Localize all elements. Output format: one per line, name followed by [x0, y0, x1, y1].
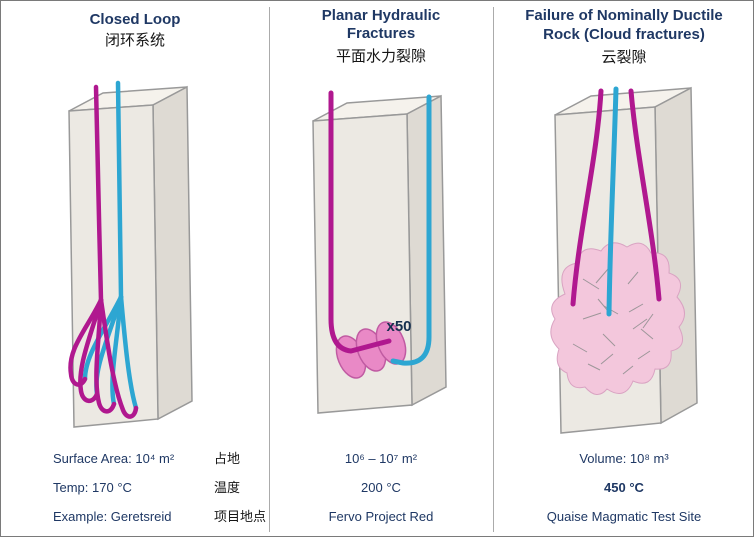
planar-fractures-diagram: x50 — [312, 90, 447, 414]
fracture-cloud — [550, 242, 685, 395]
rock-block — [68, 85, 193, 428]
production-pipe-cyan — [390, 94, 432, 366]
planar-stat-temp: 200 °C — [361, 480, 401, 495]
micro-fracture-scribbles — [572, 268, 654, 375]
cloud-stat-temp: 450 °C — [604, 480, 644, 495]
cloud-fractures-diagram — [550, 86, 698, 434]
well-pipe-magenta-left — [570, 88, 604, 307]
planar-stat-area: 10⁶ – 10⁷ m² — [344, 451, 418, 466]
row-label-site-zh: 项目地点 — [214, 509, 267, 524]
planar-title-line1: Planar Hydraulic — [321, 7, 441, 24]
closed-loop-stat-surface-area: Surface Area: 10⁴ m² — [53, 451, 175, 466]
panel-divider-right — [493, 7, 494, 532]
well-pipe-magenta-right — [628, 88, 662, 302]
injection-pipe-magenta — [328, 90, 392, 354]
closed-loop-title: Closed Loop — [89, 11, 181, 28]
cloud-title-zh: 云裂隙 — [601, 49, 647, 66]
closed-loop-stat-example: Example: Geretsreid — [53, 509, 172, 524]
cloud-stat-site: Quaise Magmatic Test Site — [546, 509, 702, 524]
injection-pipe-cyan — [82, 80, 139, 411]
production-pipe-magenta — [68, 84, 139, 419]
planar-title-line2: Fractures — [346, 25, 416, 42]
panel-divider-left — [269, 7, 270, 532]
cloud-stat-volume: Volume: 10⁸ m³ — [579, 451, 669, 466]
row-label-temp-zh: 温度 — [214, 480, 241, 495]
planar-title-zh: 平面水力裂隙 — [335, 48, 426, 65]
cloud-title-line1: Failure of Nominally Ductile — [525, 7, 723, 24]
closed-loop-title-zh: 闭环系统 — [104, 32, 165, 49]
well-pipe-cyan — [606, 86, 619, 317]
closed-loop-diagram — [68, 80, 193, 428]
cloud-title-line2: Rock (Cloud fractures) — [543, 26, 705, 43]
planar-stat-project: Fervo Project Red — [328, 509, 434, 524]
row-label-area-zh: 占地 — [214, 451, 241, 466]
closed-loop-stat-temp: Temp: 170 °C — [53, 480, 132, 495]
fracture-count-label: x50 — [386, 318, 411, 335]
